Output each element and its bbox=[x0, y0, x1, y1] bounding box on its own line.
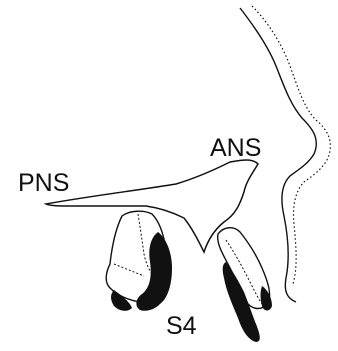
label-stage: S4 bbox=[166, 312, 197, 340]
soft-tissue-profile-dotted bbox=[252, 6, 330, 284]
label-pns: PNS bbox=[18, 169, 69, 197]
label-ans: ANS bbox=[210, 134, 261, 162]
